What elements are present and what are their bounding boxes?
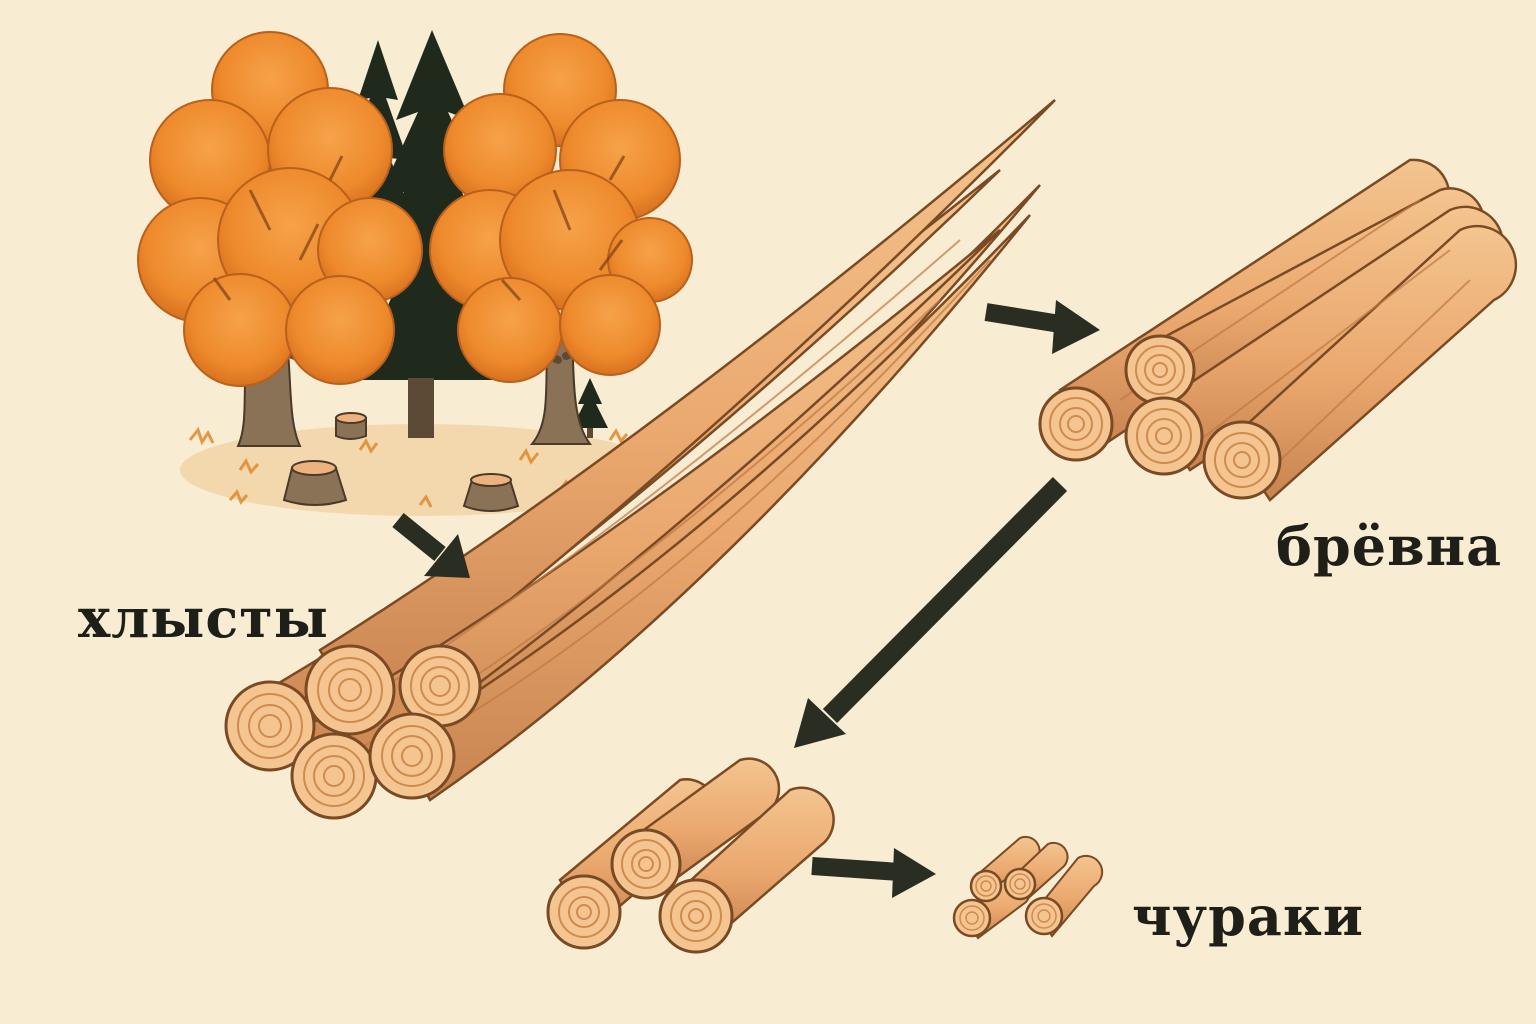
log-end	[610, 828, 682, 900]
log-end	[304, 644, 396, 736]
log-end	[224, 680, 316, 772]
whips-ends	[224, 644, 482, 820]
log-end	[290, 732, 378, 820]
forest-clearing	[137, 30, 693, 516]
oak-tree-right	[429, 33, 693, 445]
short-logs-ends	[546, 828, 734, 954]
label-logs: брёвна	[1276, 514, 1503, 578]
log-end	[1003, 867, 1037, 901]
young-spruce	[572, 378, 608, 438]
stump	[335, 412, 367, 440]
chocks-ends	[952, 867, 1064, 938]
log-end	[1202, 420, 1282, 500]
log-end	[658, 878, 734, 954]
stump	[282, 460, 348, 506]
arrow-logs-to-short-logs	[794, 476, 1068, 748]
log-end	[368, 712, 456, 800]
arrow-forest-to-whips	[392, 513, 470, 578]
log-end	[1024, 896, 1064, 936]
grass-tufts	[188, 426, 629, 508]
stump	[462, 473, 520, 512]
arrow-whips-to-logs	[984, 300, 1100, 354]
log-end	[1124, 396, 1204, 476]
log-end	[546, 874, 622, 950]
label-whips: хлысты	[78, 586, 329, 650]
label-chocks: чураки	[1132, 884, 1364, 948]
whips-bundle	[248, 99, 1056, 802]
logs-ends	[1038, 334, 1282, 500]
log-end	[1124, 334, 1196, 406]
log-end	[1038, 386, 1114, 462]
arrow-short-logs-to-chocks	[811, 848, 936, 898]
log-end	[952, 898, 992, 938]
oak-tree-left	[137, 31, 423, 447]
log-end	[969, 869, 1003, 903]
